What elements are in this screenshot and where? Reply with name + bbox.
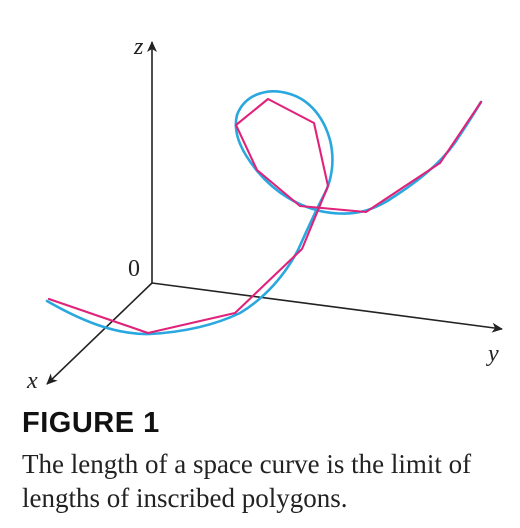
x-axis (46, 282, 153, 385)
y-axis-label: y (486, 341, 499, 367)
figure-caption-text: The length of a space curve is the limit… (22, 449, 472, 513)
figure-caption: FIGURE 1 The length of a space curve is … (22, 405, 512, 515)
origin-label: 0 (128, 256, 140, 282)
figure-title: FIGURE 1 (22, 407, 160, 439)
x-axis-label: x (26, 368, 38, 394)
space-curve (45, 90, 483, 336)
z-axis-label: z (133, 34, 144, 60)
y-axis (151, 282, 503, 333)
space-curve-diagram: z y x 0 (26, 34, 503, 394)
inscribed-polygon (47, 97, 483, 335)
